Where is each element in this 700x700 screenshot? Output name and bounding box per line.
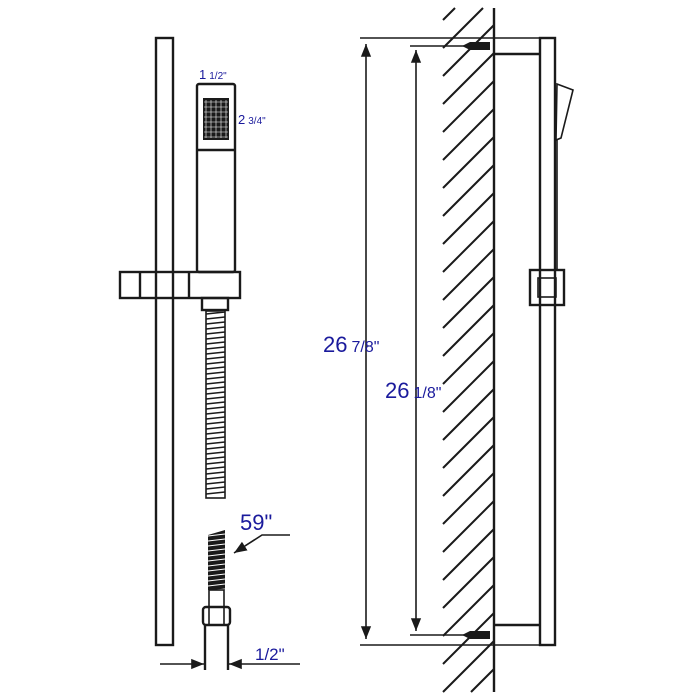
hatch-line (206, 341, 225, 345)
hatch-line (442, 108, 495, 161)
hatch-line (206, 426, 225, 430)
hatch-line (470, 668, 495, 693)
hatch-line (206, 416, 225, 420)
side-view (360, 7, 574, 693)
hatch-line (442, 528, 495, 581)
hose-length-label: 59" (240, 510, 272, 535)
wall (442, 7, 496, 693)
hatch-line (442, 500, 495, 553)
hatch-line (442, 164, 495, 217)
hatch-line (206, 346, 225, 350)
hatch-line (442, 472, 495, 525)
hatch-line (206, 401, 225, 405)
wall-anchor-bottom (462, 631, 490, 639)
hatch-line (206, 326, 225, 330)
hatch-line (442, 136, 495, 189)
hatch-line (206, 451, 225, 455)
hatch-line (442, 24, 495, 77)
hose-upper (205, 310, 226, 499)
hatch-line (442, 388, 495, 441)
hatch-line (206, 366, 225, 370)
hatch-line (208, 548, 225, 552)
hatch-line (208, 578, 225, 582)
wall-anchor-top (462, 42, 490, 50)
hatch-line (206, 456, 225, 460)
hatch-line (206, 491, 225, 495)
hatch-line (206, 436, 225, 440)
hatch-line (208, 573, 225, 577)
hatch-line (442, 220, 495, 273)
hatch-line (206, 331, 225, 335)
hatch-line (208, 538, 225, 542)
hose-length-leader (233, 534, 290, 554)
hatch-line (442, 640, 495, 693)
hatch-line (206, 441, 225, 445)
hatch-line (442, 80, 495, 133)
hatch-line (442, 276, 495, 329)
hose-connection-label: 1/2" (255, 645, 285, 664)
slide-bar-side (538, 36, 557, 647)
hose-nut (201, 605, 232, 627)
slide-holder-side (528, 268, 566, 307)
hatch-line (206, 476, 225, 480)
hatch-line (206, 486, 225, 490)
hatch-line (208, 558, 225, 562)
hatch-line (442, 416, 495, 469)
handshower-side (555, 82, 574, 142)
hatch-line (206, 336, 225, 340)
hatch-line (442, 7, 484, 49)
hatch-line (442, 332, 495, 385)
hatch-line (206, 481, 225, 485)
hatch-line (206, 396, 225, 400)
hatch-line (206, 316, 225, 320)
handshower (195, 82, 237, 274)
hatch-line (208, 583, 225, 587)
hatch-line (208, 543, 225, 547)
hatch-line (442, 248, 495, 301)
hatch-line (442, 7, 456, 21)
hose-connector (200, 296, 230, 312)
hose-lower (201, 530, 232, 670)
hatch-line (208, 533, 225, 537)
hatch-line (442, 360, 495, 413)
hatch-line (206, 381, 225, 385)
hatch-line (206, 391, 225, 395)
hatch-line (206, 466, 225, 470)
hatch-line (442, 444, 495, 497)
hatch-line (206, 321, 225, 325)
hatch-line (206, 371, 225, 375)
slide-holder (118, 270, 242, 300)
hatch-line (206, 421, 225, 425)
hatch-line (442, 192, 495, 245)
hatch-line (442, 304, 495, 357)
hatch-line (206, 351, 225, 355)
hatch-line (442, 52, 495, 105)
slide-bar (154, 36, 175, 647)
hatch-line (206, 471, 225, 475)
hatch-line (442, 584, 495, 637)
hatch-line (206, 411, 225, 415)
hatch-line (206, 361, 225, 365)
hatch-line (206, 461, 225, 465)
hatch-line (208, 568, 225, 572)
hatch-line (208, 553, 225, 557)
hatch-line (442, 556, 495, 609)
hatch-line (206, 446, 225, 450)
hatch-line (208, 563, 225, 567)
hatch-line (206, 376, 225, 380)
hatch-line (442, 612, 495, 665)
hatch-line (206, 386, 225, 390)
hatch-line (206, 406, 225, 410)
hatch-line (206, 431, 225, 435)
hatch-line (206, 356, 225, 360)
front-view (118, 36, 300, 670)
hatch-line (206, 312, 225, 315)
